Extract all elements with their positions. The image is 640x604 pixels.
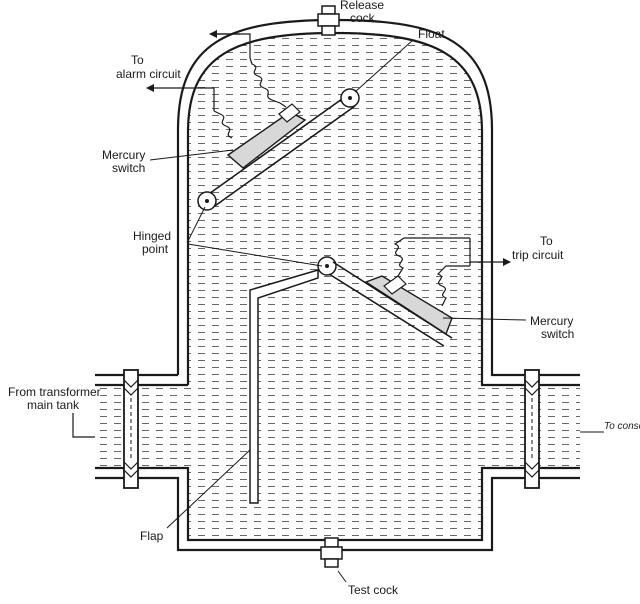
leader-mercury-switch-bottom (442, 317, 527, 321)
label-to-alarm-2: alarm circuit (116, 67, 181, 81)
oil-fill (95, 33, 580, 540)
label-to-conservator: To conservator (604, 421, 640, 432)
label-mercury-switch-top-1: Mercury (102, 148, 145, 162)
label-from-transformer-2: main tank (27, 398, 80, 412)
upper-alarm-lead-coil (212, 33, 287, 108)
leader-flap (166, 449, 251, 529)
label-release-cock-1: Release (340, 0, 384, 12)
upper-float-arm (205, 93, 356, 209)
label-test-cock: Test cock (348, 583, 399, 597)
label-to-trip-1: To (540, 234, 553, 248)
leader-from-transformer (72, 413, 95, 438)
test-cock (320, 537, 343, 568)
flap (249, 268, 319, 504)
leader-mercury-switch-top (149, 149, 234, 161)
label-from-transformer-1: From transformer (8, 385, 101, 399)
trip-lead-coil-a (393, 237, 470, 277)
leader-hinged-to-upper (187, 206, 206, 242)
release-cock (317, 5, 340, 36)
upper-switch-second-coil (213, 110, 233, 139)
right-flange (524, 369, 540, 489)
label-flap: Flap (140, 529, 164, 543)
label-mercury-switch-bottom-2: switch (541, 327, 574, 341)
label-to-trip-2: trip circuit (512, 248, 564, 262)
leader-hinged-to-lower (187, 243, 323, 267)
label-mercury-switch-bottom-1: Mercury (530, 314, 573, 328)
label-to-alarm-1: To (131, 53, 144, 67)
label-hinged-2: point (142, 242, 169, 256)
upper-hinge-pin-dot (205, 199, 209, 203)
label-float: Float (418, 27, 445, 41)
label-hinged-1: Hinged (133, 229, 171, 243)
trip-lead-coil-b (436, 265, 470, 307)
left-flange (123, 369, 139, 489)
leader-test-cock (337, 570, 347, 583)
lower-hinge-pin-dot (325, 264, 329, 268)
upper-mercury-switch (226, 103, 307, 169)
label-mercury-switch-top-2: switch (112, 161, 145, 175)
label-release-cock-2: cock (350, 11, 376, 25)
float-pivot-dot (348, 96, 352, 100)
leader-float (354, 39, 414, 93)
